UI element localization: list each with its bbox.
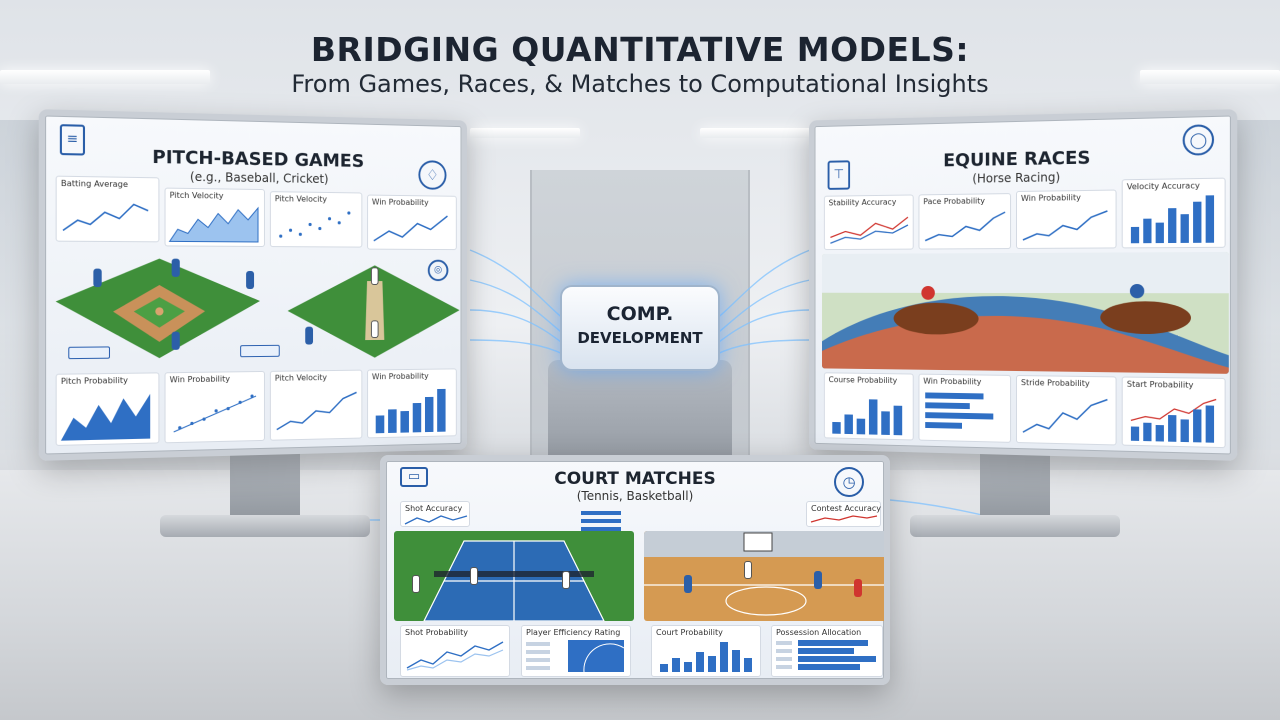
player-figure (562, 571, 570, 589)
line-chart (403, 514, 469, 526)
chart-card: Stability Accuracy (824, 194, 914, 250)
player-figure (371, 267, 379, 285)
center-label-line2: DEVELOPMENT (562, 329, 718, 347)
chart-label: Win Probability (372, 198, 429, 208)
chart-label: Pitch Velocity (275, 194, 327, 204)
player-figure (744, 561, 752, 579)
player-figure (412, 575, 420, 593)
chart-label: Course Probability (829, 375, 898, 385)
pitch-games-monitor: ≡ ♢ PITCH-BASED GAMES (e.g., Baseball, C… (39, 109, 467, 461)
scatter-chart (273, 204, 361, 244)
court-matches-monitor: ▭ ◷ COURT MATCHES (Tennis, Basketball) S… (380, 455, 890, 685)
chart-card: Win Probability (165, 371, 265, 443)
line-chart (1019, 388, 1114, 442)
bar-chart (1125, 390, 1223, 445)
line-chart (370, 207, 455, 247)
center-button[interactable]: COMP. DEVELOPMENT (560, 285, 720, 371)
chart-label: Shot Probability (405, 628, 468, 637)
chart-label: Pitch Probability (61, 376, 128, 386)
area-chart (59, 386, 157, 443)
line-chart (59, 189, 157, 239)
monitor-base (910, 515, 1120, 537)
line-chart (273, 382, 361, 437)
chart-label: Win Probability (1021, 193, 1081, 203)
stat-badge (68, 346, 110, 359)
line-chart (921, 206, 1009, 246)
chart-card: Contest Accuracy (806, 501, 881, 527)
basketball-court (644, 531, 888, 621)
bar-chart (827, 385, 912, 438)
bar-chart (370, 381, 455, 435)
player-figure (305, 327, 313, 345)
court-heatmap (524, 638, 628, 674)
chart-card: Possession Allocation (771, 625, 883, 677)
player-figure (470, 567, 478, 585)
bar-chart (1125, 191, 1223, 245)
chart-card: Court Probability (651, 625, 761, 677)
chart-card: Win Probability (1016, 190, 1117, 249)
chart-card: Batting Average (56, 176, 160, 243)
chart-label: Player Efficiency Rating (526, 628, 620, 637)
chart-card: Stride Probability (1016, 375, 1117, 445)
chart-card: Pitch Velocity (270, 370, 362, 441)
stat-badge (240, 345, 280, 357)
chart-card: Start Probability (1122, 376, 1226, 448)
hbar-chart (921, 386, 1009, 439)
chart-label: Court Probability (656, 628, 723, 637)
chart-card: Pitch Velocity (165, 188, 265, 247)
hbar-chart (581, 509, 641, 533)
monitor-base (160, 515, 370, 537)
center-label-line1: COMP. (562, 303, 718, 325)
player-figure (684, 575, 692, 593)
monitor-stand (980, 445, 1050, 525)
bar-chart (654, 638, 758, 674)
equine-races-monitor: ⊤ ◯ EQUINE RACES (Horse Racing) Stabilit… (809, 109, 1237, 461)
chart-label: Pitch Velocity (275, 373, 327, 383)
player-figure (371, 320, 379, 338)
line-chart (809, 514, 879, 526)
chart-card: Pace Probability (918, 193, 1011, 249)
chart-card: Shot Accuracy (400, 501, 470, 527)
chart-card: Course Probability (824, 372, 914, 440)
scatter-chart (168, 384, 262, 440)
player-figure (814, 571, 822, 589)
chart-card: Win Probability (918, 374, 1011, 443)
monitor-stand (230, 445, 300, 525)
chart-card: Velocity Accuracy (1122, 178, 1226, 249)
horse-race-scene (822, 252, 1229, 374)
player-figure (246, 271, 254, 289)
player-figure (93, 269, 101, 287)
chart-card: Shot Probability (400, 625, 510, 677)
chart-label: Win Probability (372, 372, 429, 382)
chart-card: Win Probability (367, 195, 457, 251)
target-icon: ◎ (428, 260, 449, 281)
line-chart (827, 207, 912, 247)
line-chart (403, 638, 507, 674)
player-figure (854, 579, 862, 597)
chart-label: Batting Average (61, 179, 128, 189)
chart-label: Contest Accuracy (811, 504, 881, 513)
hbar-chart (774, 638, 880, 674)
chart-label: Shot Accuracy (405, 504, 462, 513)
chart-label: Start Probability (1127, 380, 1194, 390)
chart-label: Win Probability (923, 377, 981, 387)
line-chart (1019, 203, 1114, 246)
panel-title: COURT MATCHES (386, 469, 884, 489)
chart-card: Pitch Velocity (270, 191, 362, 247)
chart-label: Velocity Accuracy (1127, 181, 1200, 191)
player-figure (172, 259, 180, 277)
tennis-court (394, 531, 634, 621)
chart-label: Possession Allocation (776, 628, 861, 637)
chart-label: Pace Probability (923, 196, 985, 206)
area-chart (168, 201, 262, 244)
player-figure (172, 332, 180, 350)
chart-label: Stride Probability (1021, 378, 1090, 388)
chart-label: Stability Accuracy (829, 198, 897, 208)
chart-label: Pitch Velocity (170, 191, 224, 201)
chart-card: Win Probability (367, 368, 457, 438)
chart-label: Win Probability (170, 374, 230, 384)
chart-card: Player Efficiency Rating (521, 625, 631, 677)
chart-card: Pitch Probability (56, 372, 160, 446)
